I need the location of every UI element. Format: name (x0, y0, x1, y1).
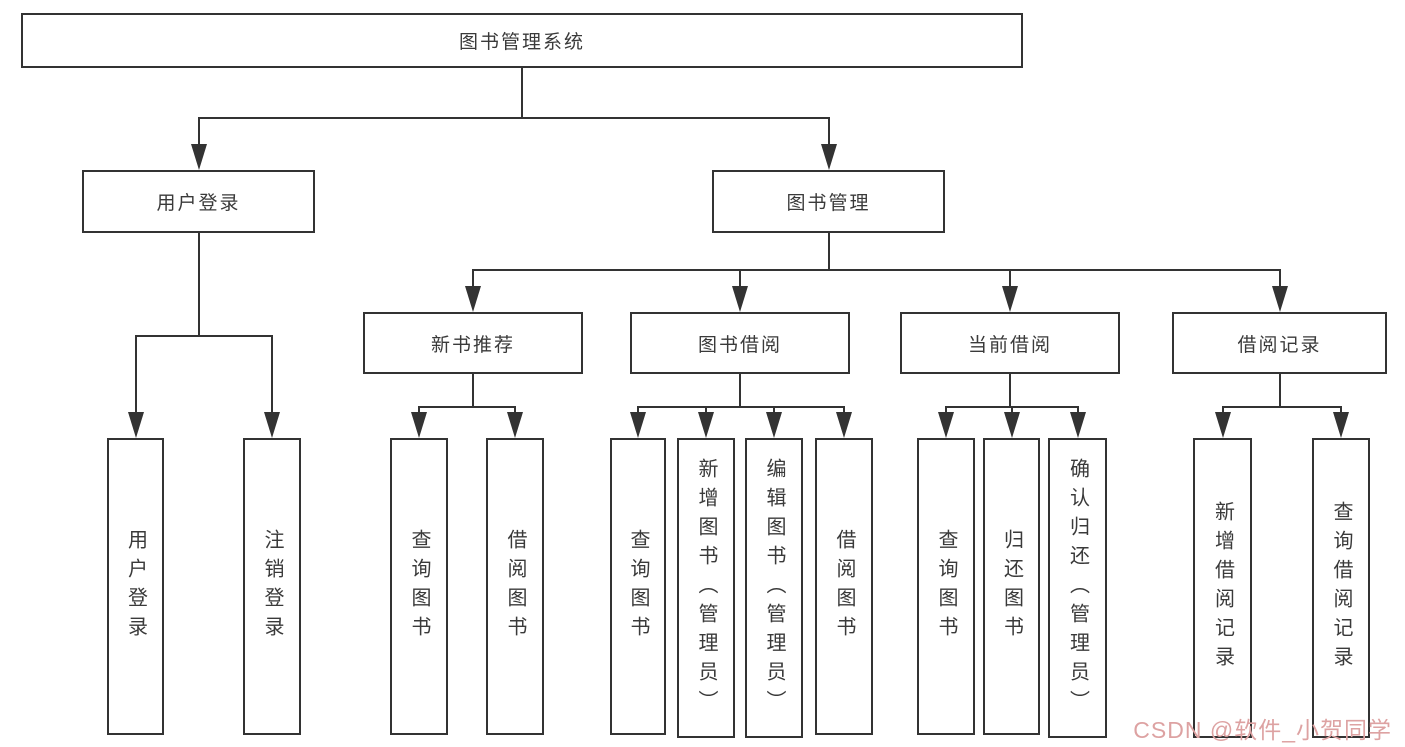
connector-stem (197, 233, 200, 337)
node-label: 查询借阅记录 (1330, 501, 1352, 675)
node-cb-return-books: 归还图书 (983, 438, 1040, 735)
connector-drop (773, 406, 775, 412)
connector-stem (1278, 374, 1281, 408)
connector-drop (1221, 406, 1224, 412)
node-rec-borrow-books: 借阅图书 (486, 438, 544, 735)
node-book-mgmt: 图书管理 (712, 170, 945, 233)
node-label: 查询图书 (408, 528, 430, 645)
node-borrow-records: 借阅记录 (1172, 312, 1387, 374)
connector-bar (637, 406, 845, 408)
arrowhead-down-icon (190, 144, 207, 170)
arrowhead-down-icon (1333, 412, 1349, 438)
arrowhead-down-icon (820, 144, 837, 170)
node-label: 新增图书（管理员） (695, 457, 717, 719)
arrowhead-down-icon (836, 412, 852, 438)
node-current-borrow: 当前借阅 (900, 312, 1120, 374)
connector-stem (827, 233, 830, 271)
connector-drop (843, 406, 845, 412)
connector-stem (739, 374, 741, 408)
node-bb-query-books: 查询图书 (610, 438, 666, 735)
connector-drop (827, 117, 830, 144)
node-label: 归还图书 (1000, 528, 1023, 645)
node-cb-confirm-return: 确认归还（管理员） (1048, 438, 1107, 738)
connector-bar (472, 269, 1281, 271)
node-bb-edit-books: 编辑图书（管理员） (745, 438, 803, 738)
node-label: 查询图书 (935, 528, 957, 645)
node-label: 确认归还（管理员） (1066, 457, 1089, 719)
arrowhead-down-icon (411, 412, 427, 438)
connector-drop (197, 117, 200, 144)
node-label: 用户登录 (156, 193, 241, 214)
watermark: CSDN @软件_小贺同学 (1133, 717, 1392, 743)
connector-bar (197, 117, 830, 119)
node-book-borrow: 图书借阅 (630, 312, 850, 374)
node-label: 注销登录 (261, 528, 283, 645)
arrowhead-down-icon (732, 286, 748, 312)
connector-bar (418, 406, 516, 408)
arrowhead-down-icon (507, 412, 523, 438)
node-label: 新增借阅记录 (1211, 501, 1234, 675)
node-label: 用户登录 (124, 528, 147, 645)
arrowhead-down-icon (1214, 412, 1231, 438)
connector-drop (1340, 406, 1342, 412)
node-label: 图书管理系统 (458, 32, 585, 53)
node-label: 借阅图书 (833, 528, 855, 645)
node-bb-borrow-books: 借阅图书 (815, 438, 873, 735)
node-rec-query-books: 查询图书 (390, 438, 448, 735)
connector-bar (1221, 406, 1342, 408)
connector-drop (418, 406, 420, 412)
connector-drop (1010, 406, 1013, 412)
arrowhead-down-icon (766, 412, 782, 438)
arrowhead-down-icon (938, 412, 954, 438)
connector-drop (637, 406, 639, 412)
node-label: 新书推荐 (430, 334, 515, 356)
arrowhead-down-icon (630, 412, 646, 438)
connector-drop (514, 406, 516, 412)
connector-drop (705, 406, 707, 412)
node-label: 图书管理 (786, 193, 871, 214)
node-login-op: 用户登录 (107, 438, 164, 735)
node-br-query-record: 查询借阅记录 (1312, 438, 1370, 738)
arrowhead-down-icon (465, 286, 481, 312)
connector-stem (472, 374, 474, 408)
node-label: 编辑图书（管理员） (763, 457, 785, 719)
node-label: 当前借阅 (967, 334, 1052, 356)
connector-bar (134, 335, 273, 337)
arrowhead-down-icon (698, 412, 714, 438)
node-label: 图书借阅 (697, 334, 782, 356)
node-br-add-record: 新增借阅记录 (1193, 438, 1252, 738)
node-label: 借阅图书 (504, 528, 526, 645)
node-new-book-rec: 新书推荐 (363, 312, 583, 374)
connector-drop (945, 406, 947, 412)
connector-drop (472, 269, 474, 286)
node-logout-op: 注销登录 (243, 438, 301, 735)
arrowhead-down-icon (127, 412, 144, 438)
arrowhead-down-icon (264, 412, 280, 438)
connector-drop (1076, 406, 1079, 412)
node-cb-query-books: 查询图书 (917, 438, 975, 735)
node-root: 图书管理系统 (21, 13, 1023, 68)
arrowhead-down-icon (1069, 412, 1086, 438)
node-user-login: 用户登录 (82, 170, 315, 233)
connector-drop (1009, 269, 1011, 286)
connector-drop (271, 335, 273, 412)
connector-stem (521, 68, 523, 119)
node-label: 借阅记录 (1237, 334, 1322, 356)
connector-stem (1009, 374, 1011, 408)
connector-drop (134, 335, 137, 412)
connector-drop (1278, 269, 1281, 286)
node-bb-add-books: 新增图书（管理员） (677, 438, 735, 738)
node-label: 查询图书 (627, 528, 649, 645)
arrowhead-down-icon (1271, 286, 1288, 312)
connector-drop (739, 269, 741, 286)
arrowhead-down-icon (1002, 286, 1018, 312)
arrowhead-down-icon (1003, 412, 1020, 438)
